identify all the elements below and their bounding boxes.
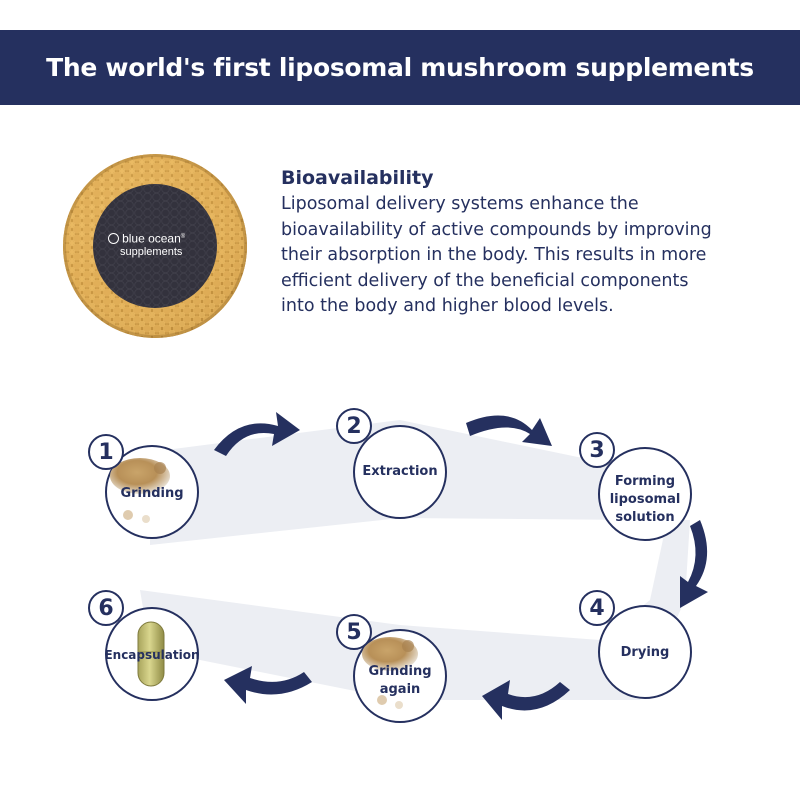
liposome-sphere-illustration (63, 154, 247, 338)
powder-image-step-1 (110, 458, 170, 523)
brand-name: blue ocean (122, 231, 181, 246)
arrow-1-to-2 (214, 412, 300, 456)
step-4-circle (598, 605, 692, 699)
step-5-number: 5 (336, 614, 372, 650)
arrow-2-to-3 (466, 415, 552, 446)
arrow-5-to-6 (224, 666, 312, 704)
step-4-number: 4 (579, 590, 615, 626)
step-3-label: Forming liposomal solution (599, 472, 691, 528)
step-3-circle (598, 447, 692, 541)
bioavailability-line: efficient delivery of the beneficial com… (281, 270, 689, 291)
step-6-label-line: Encapsulation (104, 648, 200, 662)
brand-trademark: ® (180, 234, 186, 240)
arrow-3-to-4 (680, 520, 708, 608)
bioavailability-line: bioavailability of active compounds by i… (281, 219, 712, 240)
step-3-label-line: Forming (614, 474, 676, 489)
brand-subtitle: supplements (120, 245, 183, 258)
powder-image-step-5 (362, 637, 418, 709)
arrow-4-to-5 (482, 680, 570, 720)
step-3-label-line: solution (615, 510, 675, 525)
bioavailability-heading: Bioavailability (281, 167, 434, 189)
step-4-label-line: Drying (620, 645, 670, 660)
bioavailability-line: Liposomal delivery systems enhance the (281, 194, 639, 214)
step-5-label-line: Grinding (368, 664, 432, 679)
step-5-label-line: again (379, 682, 421, 697)
step-2-label-line: Extraction (362, 464, 438, 479)
bioavailability-text: Liposomal delivery systems enhance the b… (281, 192, 771, 320)
step-6-number: 6 (88, 590, 124, 626)
bioavailability-line: their absorption in the body. This resul… (281, 245, 707, 265)
arrow-group (214, 412, 708, 720)
brand-logo: blue ocean® supplements (108, 231, 208, 258)
process-ribbon (140, 420, 690, 700)
header-banner: The world's first liposomal mushroom sup… (0, 30, 800, 105)
step-2-label: Extraction (354, 462, 446, 482)
step-5-label: Grinding again (354, 662, 446, 700)
step-1-label-line: Grinding (120, 486, 184, 501)
step-4-label: Drying (599, 643, 691, 663)
step-1-number: 1 (88, 434, 124, 470)
step-2-circle (353, 425, 447, 519)
bioavailability-line: into the body and higher blood levels. (281, 296, 614, 316)
page-title: The world's first liposomal mushroom sup… (46, 53, 754, 82)
capsule-image (137, 621, 165, 687)
step-3-label-line: liposomal (609, 492, 681, 507)
step-6-label: Encapsulation (103, 645, 201, 665)
step-1-label: Grinding (106, 484, 198, 504)
step-2-number: 2 (336, 408, 372, 444)
step-3-number: 3 (579, 432, 615, 468)
